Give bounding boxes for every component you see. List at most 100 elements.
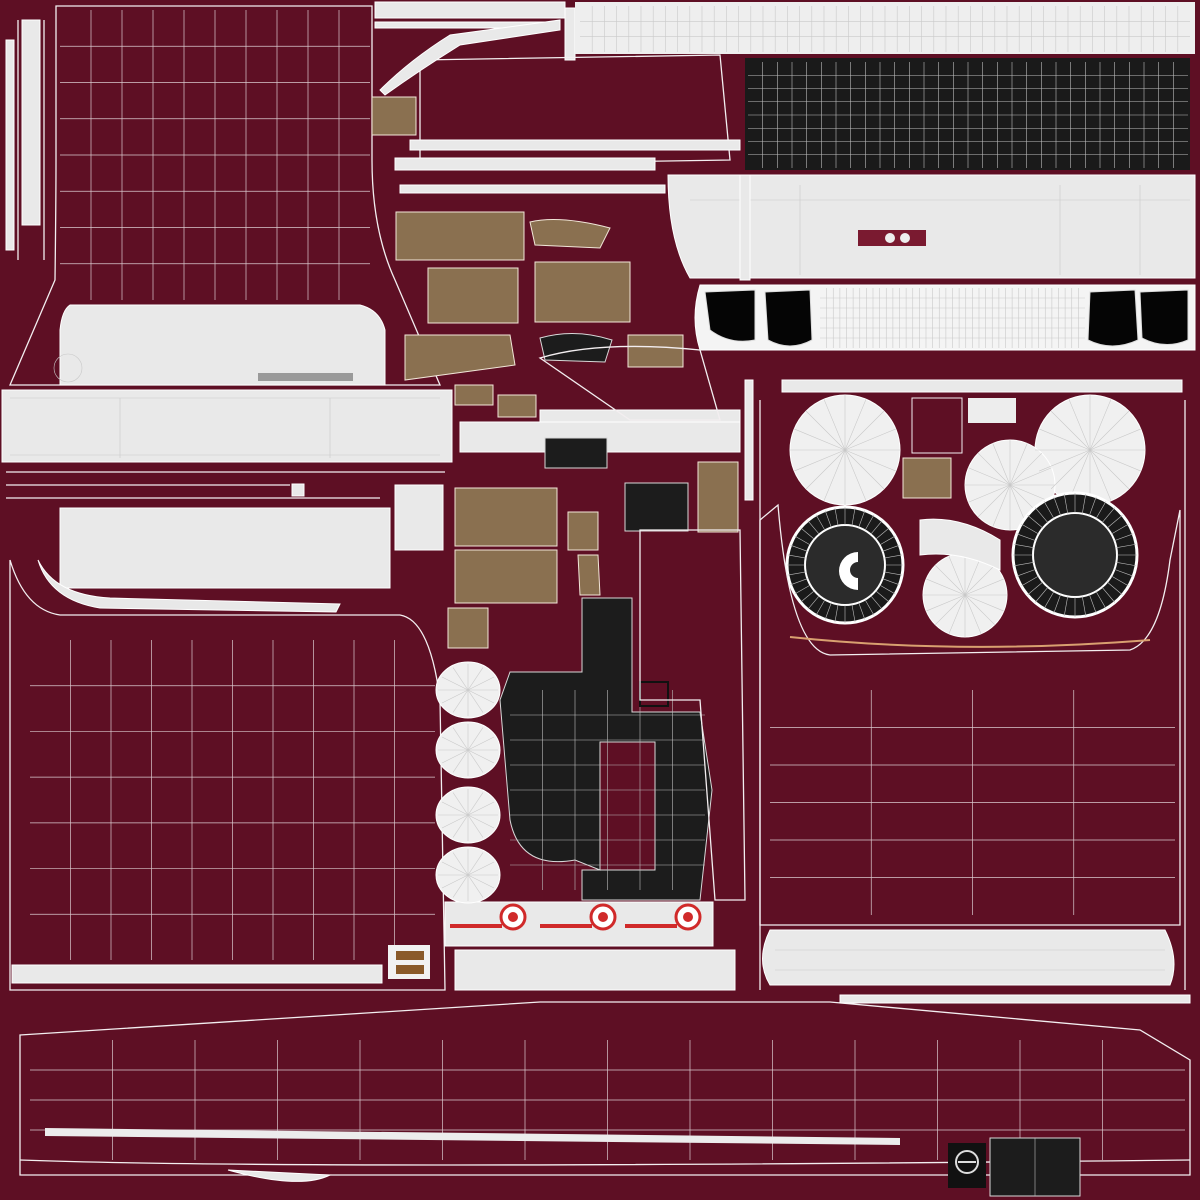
tail-lights-island	[444, 901, 736, 991]
gauge-line	[467, 749, 495, 764]
trunk-panel-island	[759, 503, 1181, 926]
tire-tread-line	[1095, 591, 1107, 609]
tire-tread-line	[1053, 496, 1061, 516]
gauge-line	[467, 801, 495, 816]
tire-tread-line	[870, 595, 883, 610]
gauge-stack-island	[435, 661, 501, 904]
tire-tread-line	[1021, 575, 1039, 587]
rim-spoke	[1089, 410, 1130, 451]
gauge-line	[467, 727, 484, 751]
rim-spoke	[1089, 449, 1130, 490]
tire-tread-line	[1111, 523, 1129, 535]
gauge-line	[467, 676, 495, 691]
tire-tread-line	[882, 544, 900, 552]
rim-spoke	[964, 578, 1004, 596]
gauge-line	[441, 676, 469, 691]
rim-spoke	[1089, 428, 1141, 451]
top-trim-strip	[374, 1, 566, 19]
gauge-line	[467, 814, 484, 838]
gauge-line	[441, 801, 469, 816]
rim-spoke	[844, 428, 896, 451]
tire-tread-line	[1021, 523, 1039, 535]
gauge-line	[441, 814, 469, 829]
roof-panel-island	[9, 5, 441, 386]
tire-tread-line	[834, 604, 839, 623]
rim-spoke	[805, 449, 846, 490]
tire-tread-line	[1114, 569, 1134, 577]
interior-floor-island	[499, 332, 713, 901]
rim-spoke	[844, 410, 885, 451]
tire-tread-line	[851, 604, 856, 623]
rim-spoke	[977, 452, 1011, 486]
rim-spoke	[1089, 399, 1112, 451]
side-body-panel-island	[19, 1001, 1191, 1182]
gauge-line	[467, 667, 484, 691]
gauge-line	[452, 852, 469, 876]
rim-spoke	[844, 449, 867, 501]
tire-tread-line	[790, 578, 808, 586]
tire-tread-line	[1081, 596, 1087, 617]
rim-spoke	[992, 484, 1011, 527]
tire-tread-line	[1027, 514, 1044, 529]
tire-tread-line	[879, 535, 896, 546]
rim-spoke	[977, 484, 1011, 518]
rim-spoke	[968, 484, 1011, 503]
rim-spoke	[794, 449, 846, 472]
gauge-line	[467, 689, 495, 704]
tire-tread-line	[1043, 501, 1055, 519]
gauge-line	[441, 861, 469, 876]
rim-spoke	[1050, 449, 1091, 490]
emblem-badge-island	[948, 1143, 986, 1188]
rim-spoke	[823, 399, 846, 451]
tire-tread-line	[858, 510, 866, 528]
tire-tread-line	[875, 527, 890, 540]
tire-tread-line	[1089, 496, 1097, 516]
tire-tread-line	[824, 602, 832, 620]
top-trim-strip-3	[564, 7, 576, 61]
gauge-line	[452, 792, 469, 816]
rim-spoke	[823, 449, 846, 501]
door-sill-islands	[6, 409, 741, 589]
trim-strips-left	[5, 19, 45, 260]
rim-spoke	[844, 399, 867, 451]
front-grille-island	[694, 284, 1196, 351]
tire-tread-line	[1101, 586, 1116, 603]
gauge-line	[441, 874, 469, 889]
tire-tread-line	[1013, 543, 1034, 549]
rim-spoke	[1039, 428, 1091, 451]
rim-spoke	[935, 565, 966, 596]
gauge-line	[441, 689, 469, 704]
interior-floor-small	[989, 1137, 1081, 1197]
tire-tread-line	[1063, 596, 1069, 617]
gauge-line	[452, 749, 469, 773]
tire-tread-line	[884, 554, 903, 559]
tire-tread-line	[1016, 569, 1036, 577]
tire-tread-line	[1106, 581, 1123, 596]
tire-tread-line	[787, 571, 806, 576]
rim-spoke	[1009, 443, 1028, 486]
gauge-line	[441, 736, 469, 751]
door-panel-island	[379, 19, 746, 901]
rim-spoke	[926, 594, 966, 612]
gauge-line	[467, 814, 495, 829]
tire-tread-line	[884, 571, 903, 576]
rim-spoke	[1089, 449, 1112, 501]
tire-tread-line	[1034, 507, 1049, 524]
rim-spoke	[964, 565, 995, 596]
tire-tread-line	[1116, 561, 1137, 567]
tire-tread-line	[1053, 594, 1061, 614]
roof-headliner-grid	[575, 2, 1195, 170]
gauge-line	[452, 667, 469, 691]
gauge-line	[467, 861, 495, 876]
tire-tread-line	[807, 520, 820, 535]
gauge-line	[467, 874, 495, 889]
tire-tread-line	[1027, 581, 1044, 596]
tire-tread-line	[1116, 543, 1137, 549]
rim-spoke	[964, 556, 982, 596]
rim-spoke	[1089, 449, 1141, 472]
rim-spoke	[968, 467, 1011, 486]
tire-tread-line	[824, 510, 832, 528]
rim-spoke	[935, 594, 966, 625]
gauge-line	[467, 852, 484, 876]
